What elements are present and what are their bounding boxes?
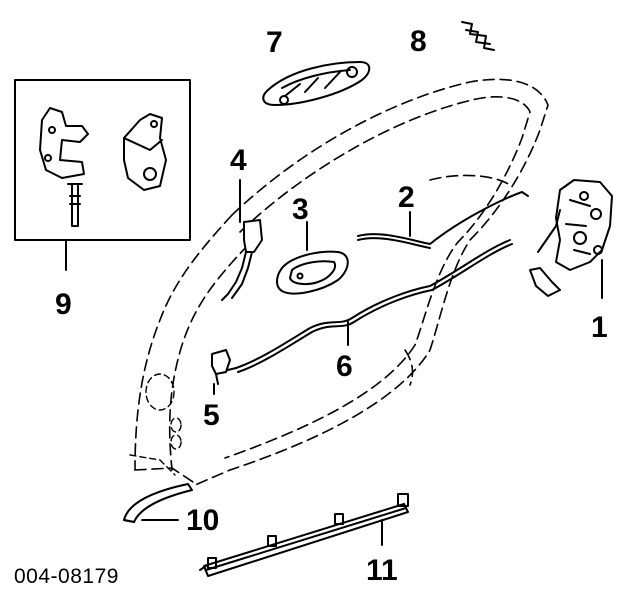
- callout-2: 2: [398, 181, 415, 214]
- exterior-handle-part-7: [262, 61, 371, 106]
- callout-5: 5: [203, 399, 220, 432]
- callout-9: 9: [55, 288, 72, 321]
- callout-4: 4: [230, 144, 247, 177]
- hinge-kit-box-part-9: [14, 79, 191, 271]
- callout-6: 6: [336, 350, 353, 383]
- callout-3: 3: [292, 193, 309, 226]
- upper-rod-part-2: [357, 191, 529, 249]
- cable-part-6: [227, 239, 513, 373]
- door-inner-details: [129, 373, 182, 476]
- seal-strip-part-10: [123, 483, 193, 523]
- callout-8: 8: [410, 25, 427, 58]
- latch-assembly-part-1: [529, 179, 613, 299]
- clip-part-8: [461, 21, 495, 51]
- callout-10: 10: [186, 504, 220, 537]
- latch-part-5: [211, 349, 231, 395]
- inside-handle-part-3: [276, 221, 349, 295]
- door-outline: [134, 78, 549, 486]
- callout-11: 11: [366, 554, 398, 587]
- sill-bar-part-11: [199, 493, 409, 577]
- part-number: 004-08179: [14, 565, 119, 588]
- callout-1: 1: [591, 311, 608, 344]
- callout-7: 7: [266, 26, 283, 59]
- bracket-part-4: [221, 179, 263, 301]
